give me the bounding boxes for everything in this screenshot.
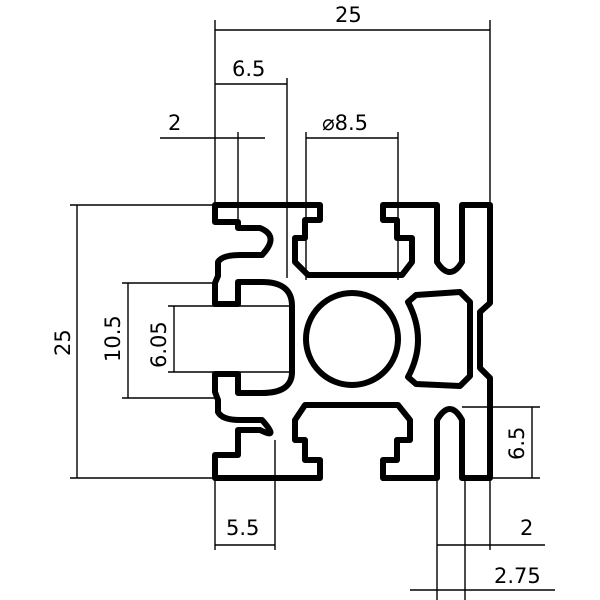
extension-lines xyxy=(70,20,540,600)
center-bore xyxy=(303,290,401,388)
label-slot-opening: 10.5 xyxy=(101,315,125,362)
label-bottom-slot-offset: 5.5 xyxy=(226,516,259,540)
right-lens-cavity xyxy=(405,289,473,389)
label-top-slot-offset: 6.5 xyxy=(232,57,265,81)
label-right-slot-depth: 6.5 xyxy=(505,427,529,460)
label-overall-height: 25 xyxy=(51,329,75,356)
label-overall-width: 25 xyxy=(335,3,362,27)
label-slot-inner: 6.05 xyxy=(147,321,171,368)
label-wall-top: 2 xyxy=(168,111,181,135)
profile-cross-section xyxy=(212,202,493,481)
profile-outer-contour xyxy=(212,202,493,481)
label-wall-bottom: 2 xyxy=(520,516,533,540)
label-groove-width: 2.75 xyxy=(494,564,541,588)
label-bore-diameter: ⌀8.5 xyxy=(322,111,368,135)
dimension-labels: 25 6.5 2 ⌀8.5 25 10.5 6.05 5.5 6.5 2 2.7… xyxy=(51,3,541,588)
dimension-lines xyxy=(76,29,555,591)
